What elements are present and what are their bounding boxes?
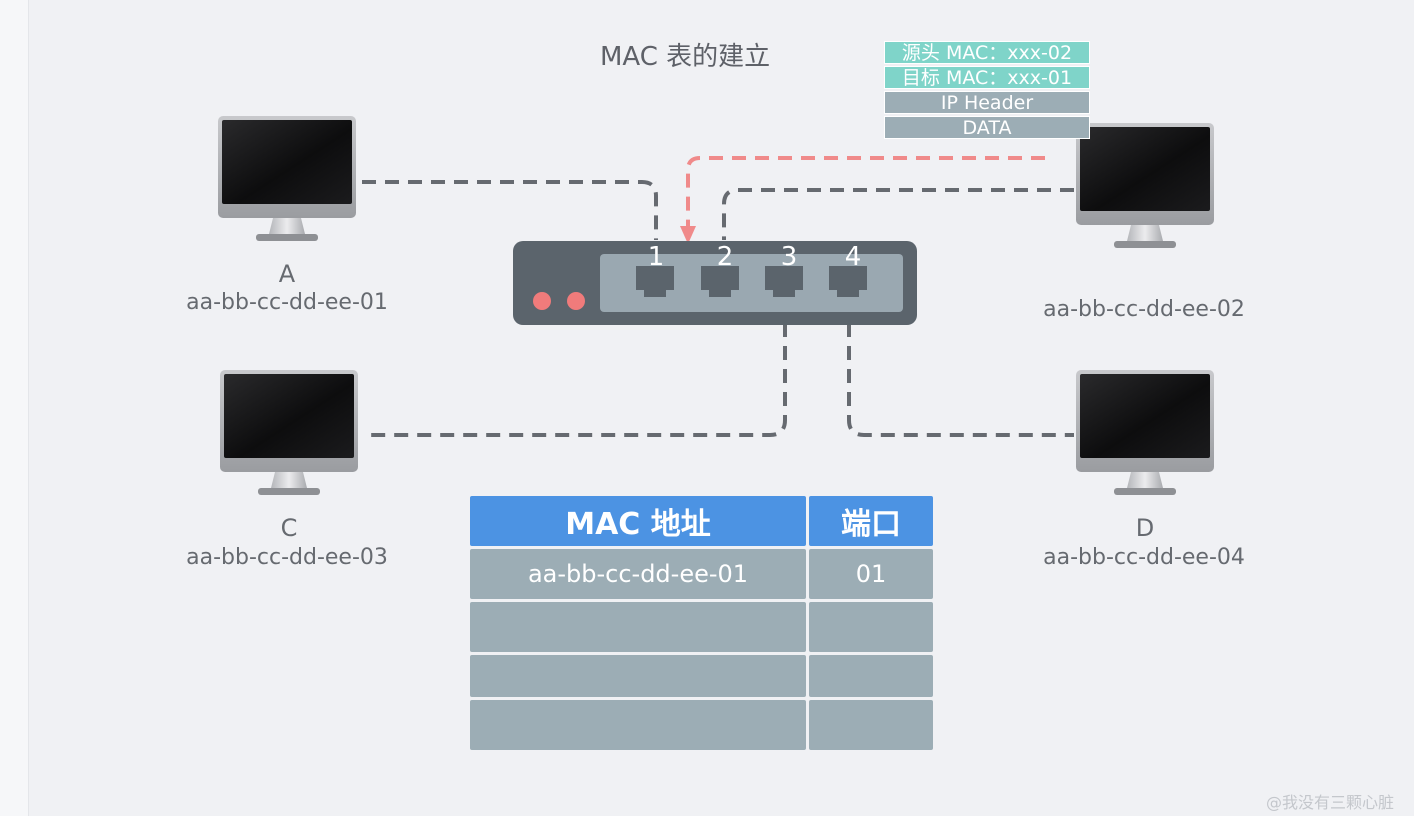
frame-ip-header: IP Header bbox=[884, 91, 1090, 114]
frame-data: DATA bbox=[884, 116, 1090, 139]
frame-source-mac: 源头 MAC：xxx-02 bbox=[884, 41, 1090, 64]
switch-port-3 bbox=[765, 266, 803, 297]
host-d-name: D bbox=[1135, 514, 1155, 542]
computer-d-monitor-icon bbox=[1076, 370, 1214, 495]
cell-mac bbox=[470, 602, 806, 652]
switch-port-1 bbox=[636, 266, 674, 297]
host-c-name: C bbox=[280, 514, 298, 542]
watermark: @我没有三颗心脏 bbox=[1265, 793, 1394, 812]
cell-mac: aa-bb-cc-dd-ee-01 bbox=[470, 549, 806, 599]
table-row bbox=[470, 602, 933, 652]
table-row: aa-bb-cc-dd-ee-01 01 bbox=[470, 549, 933, 599]
table-row bbox=[470, 700, 933, 750]
switch-led bbox=[533, 292, 551, 310]
table-header-row: MAC 地址 端口 bbox=[470, 496, 933, 546]
port-label-1: 1 bbox=[647, 242, 665, 272]
column-header-port: 端口 bbox=[809, 496, 933, 546]
left-edge bbox=[0, 0, 29, 816]
diagram-title: MAC 表的建立 bbox=[600, 42, 771, 72]
computer-c-monitor-icon bbox=[220, 370, 358, 495]
frame-path-arrow bbox=[680, 156, 1045, 244]
cell-mac bbox=[470, 655, 806, 697]
column-header-mac: MAC 地址 bbox=[470, 496, 806, 546]
computer-b-monitor-icon bbox=[1076, 123, 1214, 248]
host-a-mac: aa-bb-cc-dd-ee-01 bbox=[186, 290, 388, 315]
mac-address-table: MAC 地址 端口 aa-bb-cc-dd-ee-01 01 bbox=[467, 493, 936, 753]
cable-d bbox=[847, 300, 1074, 437]
table-row bbox=[470, 655, 933, 697]
switch-port-2 bbox=[701, 266, 739, 297]
host-b-mac: aa-bb-cc-dd-ee-02 bbox=[1043, 297, 1245, 322]
cell-mac bbox=[470, 700, 806, 750]
cable-b bbox=[722, 188, 1074, 240]
cable-a bbox=[362, 180, 658, 240]
host-d-mac: aa-bb-cc-dd-ee-04 bbox=[1043, 545, 1245, 570]
cell-port: 01 bbox=[809, 549, 933, 599]
switch-port-4 bbox=[829, 266, 867, 297]
cell-port bbox=[809, 602, 933, 652]
switch-led bbox=[567, 292, 585, 310]
host-c-mac: aa-bb-cc-dd-ee-03 bbox=[186, 545, 388, 570]
port-label-4: 4 bbox=[844, 242, 862, 272]
frame-destination-mac: 目标 MAC：xxx-01 bbox=[884, 66, 1090, 89]
cell-port bbox=[809, 700, 933, 750]
computer-a-monitor-icon bbox=[218, 116, 356, 241]
port-label-3: 3 bbox=[780, 242, 798, 272]
ethernet-frame: 源头 MAC：xxx-02 目标 MAC：xxx-01 IP Header DA… bbox=[884, 41, 1090, 141]
cable-c bbox=[364, 300, 787, 437]
cell-port bbox=[809, 655, 933, 697]
host-a-name: A bbox=[278, 260, 296, 288]
port-label-2: 2 bbox=[716, 242, 734, 272]
